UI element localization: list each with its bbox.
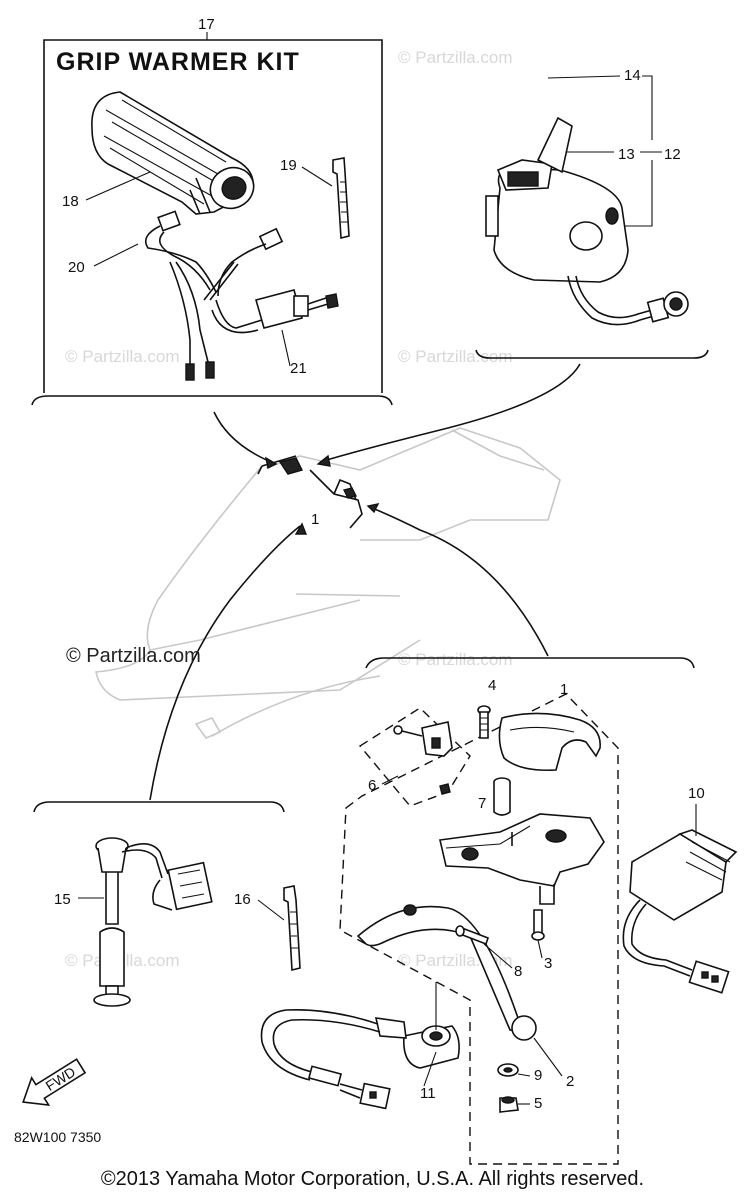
collar-7 — [493, 777, 511, 816]
callout-13: 13 — [618, 146, 635, 163]
callout-15: 15 — [54, 891, 71, 908]
callout-7: 7 — [478, 795, 486, 812]
callout-19: 19 — [280, 157, 297, 174]
diagram-code: 82W100 7350 — [14, 1129, 101, 1145]
washer-9 — [497, 1063, 519, 1077]
clamp-6 — [393, 721, 453, 795]
accessory-panel: 15 16 — [33, 801, 301, 1007]
wire-harness-20 — [144, 210, 339, 381]
callout-14: 14 — [624, 67, 641, 84]
callout-5: 5 — [534, 1095, 542, 1112]
watermark: © Partzilla.com — [65, 347, 180, 366]
leader-12 — [624, 151, 662, 227]
callout-2: 2 — [566, 1073, 574, 1090]
connector-lines — [149, 363, 581, 801]
throttle-assembly-panel: 1 1 6 4 7 — [260, 511, 695, 1165]
callout-3: 3 — [544, 955, 552, 972]
leader-19 — [301, 166, 333, 187]
watermark: © Partzilla.com — [398, 347, 513, 366]
callout-4: 4 — [488, 677, 496, 694]
screw-4 — [477, 705, 491, 739]
partzilla-watermark: © Partzilla.com — [66, 645, 201, 667]
grip-warmer-kit-panel: GRIP WARMER KIT 17 18 19 — [31, 16, 393, 406]
callout-21: 21 — [290, 360, 307, 377]
kit-title: GRIP WARMER KIT — [56, 48, 300, 76]
screw-3 — [531, 909, 545, 941]
leader-8 — [483, 943, 513, 969]
leader-16 — [257, 899, 285, 921]
callout-18: 18 — [62, 193, 79, 210]
control-unit-10 — [622, 829, 738, 994]
callout-12: 12 — [664, 146, 681, 163]
throttle-cover — [498, 712, 601, 772]
leader-21 — [281, 329, 291, 367]
throttle-sensor-11 — [260, 1008, 460, 1110]
screw-8 — [455, 925, 490, 946]
handlebar-switch-12 — [485, 116, 689, 326]
throttle-bracket — [439, 813, 605, 905]
callout-20: 20 — [68, 259, 85, 276]
leader-18 — [85, 171, 151, 201]
callout-11: 11 — [420, 1085, 436, 1102]
callout-10: 10 — [688, 785, 705, 802]
leader-14 — [547, 75, 653, 140]
callout-17: 17 — [198, 16, 215, 33]
callout-6: 6 — [368, 777, 376, 794]
callout-1-body: 1 — [311, 511, 319, 528]
leader-9 — [517, 1073, 531, 1077]
callout-1: 1 — [560, 681, 568, 698]
copyright-notice: ©2013 Yamaha Motor Corporation, U.S.A. A… — [100, 1168, 645, 1190]
callout-9: 9 — [534, 1067, 542, 1084]
nut-5 — [499, 1096, 519, 1113]
band-16 — [283, 885, 301, 972]
leader-2 — [533, 1037, 563, 1077]
leader-20 — [93, 243, 139, 267]
forward-arrow-icon: FWD — [22, 1058, 87, 1106]
switch-assembly-panel: 14 13 12 — [475, 67, 709, 359]
band-19 — [332, 157, 350, 240]
callout-8: 8 — [514, 963, 522, 980]
watermark: © Partzilla.com — [398, 650, 513, 669]
leader-11 — [423, 1051, 437, 1087]
watermarks: © Partzilla.com © Partzilla.com © Partzi… — [65, 48, 513, 970]
switch-15 — [93, 837, 213, 1007]
grip-heater-18 — [91, 91, 255, 215]
leader-3 — [537, 939, 543, 959]
callout-16: 16 — [234, 891, 251, 908]
watermark: © Partzilla.com — [398, 48, 513, 67]
leader-6 — [381, 775, 399, 785]
